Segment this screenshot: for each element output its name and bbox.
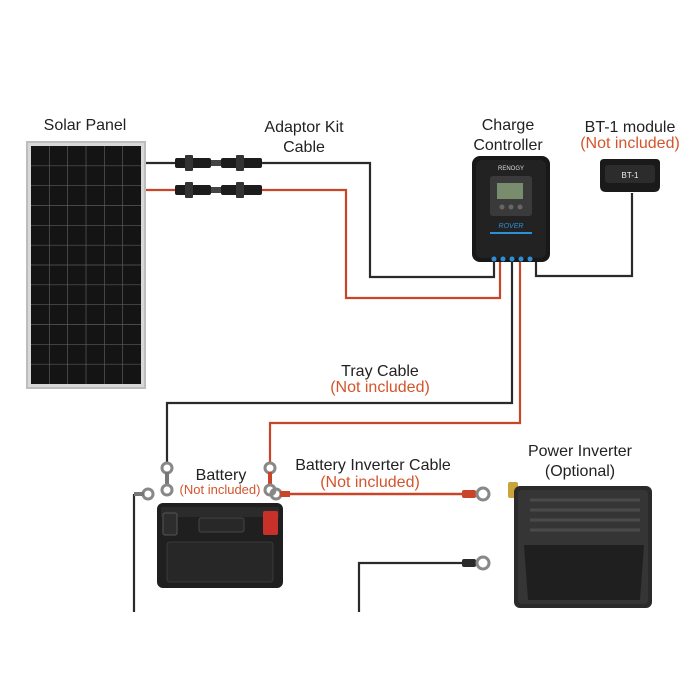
tray-cable-not-included-note: (Not included): [330, 379, 430, 396]
tray-black-terminal: [160, 461, 174, 497]
battery-inverter-cable-not-included-note: (Not included): [320, 474, 420, 491]
bt1-module-label: BT-1 module: [584, 119, 676, 136]
tray-cable-black-wire: [165, 262, 514, 462]
solar-panel-icon: [26, 141, 146, 389]
battery-inverter-cable-label: Battery Inverter Cable: [295, 457, 451, 474]
charge-controller-label-line1: Charge: [481, 117, 535, 134]
charge-controller-label-line2: Controller: [473, 137, 543, 154]
battery-label: Battery: [195, 467, 247, 484]
inverter-negative-terminal: [462, 555, 491, 571]
mc4-connector-top: [175, 155, 262, 171]
adaptor-kit-label-line2: Cable: [283, 139, 325, 156]
bt1-not-included-note: (Not included): [580, 135, 680, 152]
battery-positive-terminal: [269, 487, 290, 501]
bt1-face-text: BT-1: [622, 171, 639, 180]
mc4-connector-bottom: [175, 182, 262, 198]
power-inverter-label: Power Inverter: [527, 443, 633, 460]
battery-negative-terminal: [134, 487, 155, 501]
charge-controller-icon: RENOGY ROVER: [472, 156, 550, 262]
controller-terminals: [491, 256, 533, 262]
mc4-connector-icon: [175, 155, 262, 198]
power-inverter-icon: [508, 482, 652, 608]
controller-model-text: ROVER: [499, 223, 524, 230]
bt1-module-icon: BT-1: [600, 159, 660, 192]
ring-terminal-icon: [134, 461, 491, 571]
bt1-link-wire: [534, 193, 634, 278]
battery-icon: [157, 503, 283, 588]
tray-cable-label: Tray Cable: [341, 363, 419, 380]
adaptor-kit-red-wire: [140, 188, 502, 300]
controller-brand-text: RENOGY: [498, 166, 524, 172]
solar-panel-label: Solar Panel: [43, 117, 127, 134]
tray-cable-red-wire: [268, 262, 522, 462]
inverter-positive-terminal: [462, 486, 491, 502]
power-inverter-optional-note: (Optional): [544, 463, 616, 480]
adaptor-kit-label-line1: Adaptor Kit: [264, 119, 344, 136]
inverter-negative-lead: [357, 561, 462, 612]
adaptor-kit-black-wire: [140, 161, 496, 279]
battery-not-included-note: (Not included): [179, 482, 261, 497]
